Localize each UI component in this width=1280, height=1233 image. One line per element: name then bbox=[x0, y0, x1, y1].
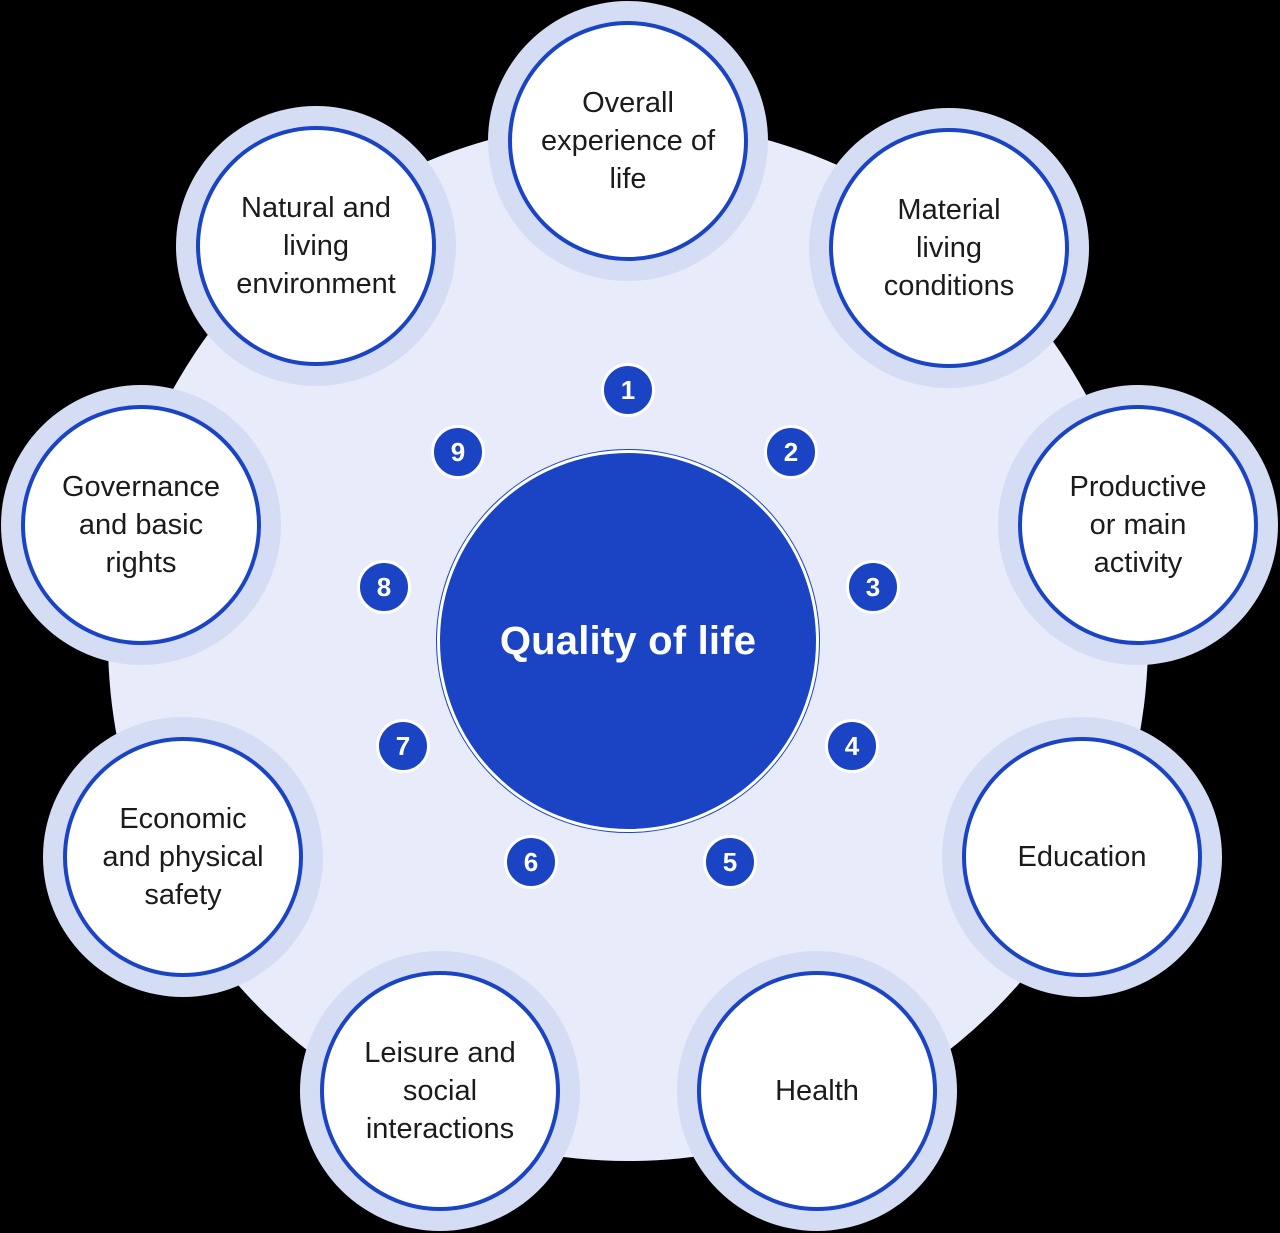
domain-education[interactable]: Education bbox=[962, 737, 1202, 977]
domain-label: Economic and physical safety bbox=[102, 803, 264, 911]
domain-label: Productive or main activity bbox=[1069, 471, 1207, 579]
domain-label: Leisure and social interactions bbox=[364, 1037, 516, 1145]
domain-natural-living-environment[interactable]: Natural and living environment bbox=[196, 126, 436, 366]
domain-leisure-social-interactions[interactable]: Leisure and social interactions bbox=[320, 971, 560, 1211]
number-badge-9[interactable]: 9 bbox=[431, 425, 485, 479]
badge-number: 4 bbox=[844, 730, 860, 761]
domain-material-living-conditions[interactable]: Material living conditions bbox=[829, 128, 1069, 368]
number-badge-6[interactable]: 6 bbox=[504, 835, 558, 889]
domain-economic-physical-safety[interactable]: Economic and physical safety bbox=[63, 737, 303, 977]
domain-label: Governance and basic rights bbox=[62, 471, 220, 579]
hub-inner-ring: Quality of life bbox=[437, 450, 819, 832]
badge-number: 9 bbox=[450, 436, 466, 467]
badge-number: 6 bbox=[523, 846, 539, 877]
badge-number: 1 bbox=[620, 374, 636, 405]
number-badge-1[interactable]: 1 bbox=[601, 363, 655, 417]
domain-label: Material living conditions bbox=[883, 194, 1015, 302]
badge-number: 5 bbox=[722, 846, 738, 877]
domain-label: Health bbox=[775, 1075, 859, 1107]
number-badge-7[interactable]: 7 bbox=[376, 719, 430, 773]
number-badge-4[interactable]: 4 bbox=[825, 719, 879, 773]
badge-number: 7 bbox=[395, 730, 411, 761]
domain-label: Natural and living environment bbox=[236, 192, 396, 300]
domain-productive-activity[interactable]: Productive or main activity bbox=[1018, 405, 1258, 645]
domain-overall-experience[interactable]: Overall experience of life bbox=[508, 21, 748, 261]
badge-number: 2 bbox=[783, 436, 799, 467]
number-badge-8[interactable]: 8 bbox=[357, 560, 411, 614]
number-badge-5[interactable]: 5 bbox=[703, 835, 757, 889]
domain-label: Education bbox=[1017, 841, 1147, 873]
badge-number: 8 bbox=[376, 571, 392, 602]
badge-number: 3 bbox=[865, 571, 881, 602]
number-badge-2[interactable]: 2 bbox=[764, 425, 818, 479]
domain-label: Overall experience of life bbox=[540, 87, 716, 195]
number-badge-3[interactable]: 3 bbox=[846, 560, 900, 614]
domain-governance-basic-rights[interactable]: Governance and basic rights bbox=[21, 405, 261, 645]
domain-health[interactable]: Health bbox=[697, 971, 937, 1211]
hub-title: Quality of life bbox=[499, 618, 757, 663]
